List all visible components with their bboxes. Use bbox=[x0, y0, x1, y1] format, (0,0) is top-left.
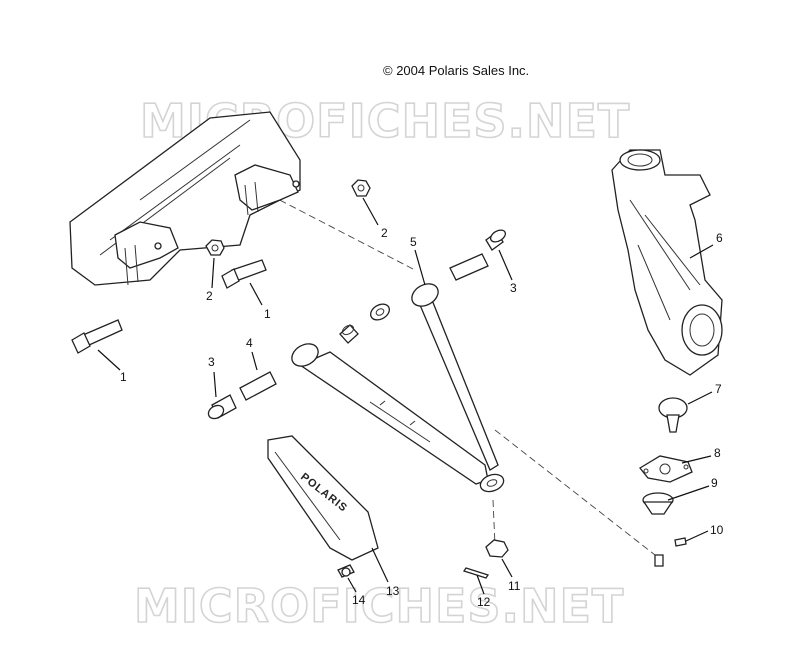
callout-7: 7 bbox=[715, 382, 722, 396]
nut bbox=[485, 539, 509, 558]
leader-line bbox=[211, 257, 215, 289]
callout-13: 13 bbox=[386, 584, 400, 598]
leader-line bbox=[362, 197, 379, 226]
bushing bbox=[339, 324, 359, 344]
assembly-line bbox=[494, 429, 656, 556]
leader-line bbox=[251, 351, 258, 371]
leader-line bbox=[501, 558, 513, 578]
leader-line bbox=[667, 485, 710, 501]
callout-1: 1 bbox=[120, 370, 127, 384]
callout-3: 3 bbox=[510, 281, 517, 295]
callout-12: 12 bbox=[477, 595, 491, 609]
leader-line bbox=[213, 371, 217, 398]
frame bbox=[69, 111, 301, 286]
watermark-bottom: MICROFICHES.NET bbox=[134, 579, 624, 633]
spindle bbox=[611, 149, 723, 376]
nut bbox=[351, 179, 371, 197]
retainer-plate bbox=[639, 455, 693, 483]
boot bbox=[642, 492, 674, 515]
ball-joint bbox=[658, 397, 688, 433]
leader-line bbox=[681, 455, 712, 464]
bushing bbox=[370, 303, 390, 321]
leader-line bbox=[689, 244, 714, 259]
callout-2: 2 bbox=[206, 289, 213, 303]
bolt bbox=[71, 319, 123, 354]
leader-line bbox=[347, 577, 357, 593]
screw bbox=[337, 564, 355, 578]
callout-8: 8 bbox=[714, 446, 721, 460]
callout-5: 5 bbox=[410, 235, 417, 249]
flanged-bushing bbox=[485, 229, 507, 251]
leader-line bbox=[685, 530, 709, 542]
callout-3: 3 bbox=[208, 355, 215, 369]
leader-line bbox=[498, 249, 513, 281]
callout-11: 11 bbox=[508, 579, 521, 593]
bolt bbox=[221, 259, 267, 289]
flanged-bushing bbox=[207, 394, 237, 420]
leader-line bbox=[687, 391, 713, 405]
leader-line bbox=[476, 574, 485, 595]
leader-line bbox=[371, 547, 389, 583]
callout-1: 1 bbox=[264, 307, 271, 321]
a-arm bbox=[291, 283, 505, 493]
screw bbox=[654, 537, 687, 567]
guard: POLARIS bbox=[267, 435, 379, 561]
leader-line bbox=[249, 282, 263, 306]
callout-9: 9 bbox=[711, 476, 718, 490]
nut bbox=[205, 239, 225, 256]
leader-line bbox=[97, 349, 121, 371]
callout-2: 2 bbox=[381, 226, 388, 240]
callout-10: 10 bbox=[710, 523, 724, 537]
assembly-line bbox=[492, 499, 496, 546]
assembly-line bbox=[269, 194, 416, 271]
copyright-text: © 2004 Polaris Sales Inc. bbox=[383, 63, 530, 78]
bushing-sleeve bbox=[449, 253, 489, 281]
callout-6: 6 bbox=[716, 231, 723, 245]
callout-14: 14 bbox=[352, 593, 366, 607]
callout-4: 4 bbox=[246, 336, 253, 350]
cotter-pin bbox=[462, 567, 490, 579]
leader-line bbox=[414, 249, 426, 286]
bushing-sleeve bbox=[239, 371, 277, 401]
